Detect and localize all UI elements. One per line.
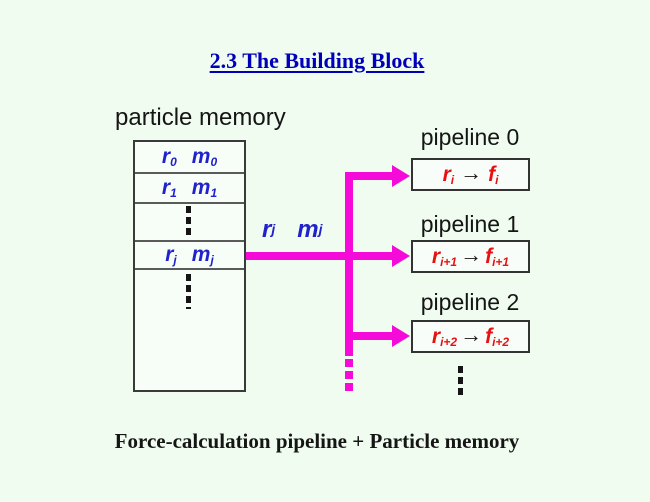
pipeline-2-label: pipeline 2 <box>420 289 520 315</box>
more-pipelines-dots <box>458 366 463 399</box>
bus-continuation-dots <box>345 359 353 392</box>
pipeline-1-input: r <box>431 244 441 268</box>
memory-row-0-m: m <box>191 145 211 168</box>
bus-label-r: r <box>262 216 272 243</box>
pipeline-1-output: f <box>485 244 493 268</box>
pipeline-2-output: f <box>485 324 493 348</box>
particle-memory-label: particle memory <box>115 104 286 131</box>
pipeline-2-output-sub: i+2 <box>492 334 510 349</box>
memory-row-0-r: r <box>161 145 171 168</box>
memory-row-0-m-sub: 0 <box>210 155 218 169</box>
memory-row-1-m-sub: 1 <box>210 185 218 200</box>
row-divider <box>135 202 244 204</box>
memory-row-1-r: r <box>161 175 171 199</box>
bus-branch-pipeline-0 <box>345 172 392 180</box>
pipeline-2-input-sub: i+2 <box>440 334 458 349</box>
bus-main-line <box>246 252 392 260</box>
slide-caption: Force-calculation pipeline + Particle me… <box>114 429 520 453</box>
bus-arrowhead-pipeline-2 <box>392 325 410 347</box>
bus-label-r-sub: j <box>271 221 276 237</box>
bus-vertical-trunk <box>345 172 353 356</box>
bus-arrowhead-pipeline-1 <box>392 245 410 267</box>
row-divider <box>135 240 244 242</box>
memory-row-1-m: m <box>191 175 211 199</box>
row-divider <box>135 172 244 174</box>
bus-branch-pipeline-2 <box>345 332 392 340</box>
pipeline-0-input: r <box>442 162 451 186</box>
memory-row-j-m-sub: j <box>210 252 214 267</box>
row-divider <box>135 268 244 270</box>
bus-arrowhead-pipeline-0 <box>392 165 410 187</box>
pipeline-1-output-sub: i+1 <box>492 254 510 269</box>
memory-row-j-m: m <box>191 242 211 266</box>
pipeline-1-label: pipeline 1 <box>420 211 520 237</box>
ellipsis-dots <box>186 274 191 309</box>
memory-row-j-r: r <box>165 242 174 266</box>
slide-title: 2.3 The Building Block <box>209 48 425 73</box>
maps-to-arrow-icon: → <box>460 321 483 347</box>
bus-label-m: m <box>297 216 319 243</box>
pipeline-0-output: f <box>488 162 496 186</box>
ellipsis-dots <box>186 206 191 239</box>
pipeline-1-input-sub: i+1 <box>440 254 458 269</box>
maps-to-arrow-icon: → <box>460 159 483 185</box>
memory-row-j-r-sub: j <box>173 252 177 267</box>
memory-row-1-r-sub: 1 <box>170 185 177 200</box>
pipeline-0-input-sub: i <box>450 172 455 187</box>
pipeline-0-output-sub: i <box>495 172 499 187</box>
pipeline-0-label: pipeline 0 <box>420 124 520 150</box>
pipeline-2-input: r <box>431 324 441 348</box>
memory-row-0-r-sub: 0 <box>170 155 177 169</box>
maps-to-arrow-icon: → <box>460 241 483 267</box>
bus-label-m-sub: j <box>318 221 323 237</box>
